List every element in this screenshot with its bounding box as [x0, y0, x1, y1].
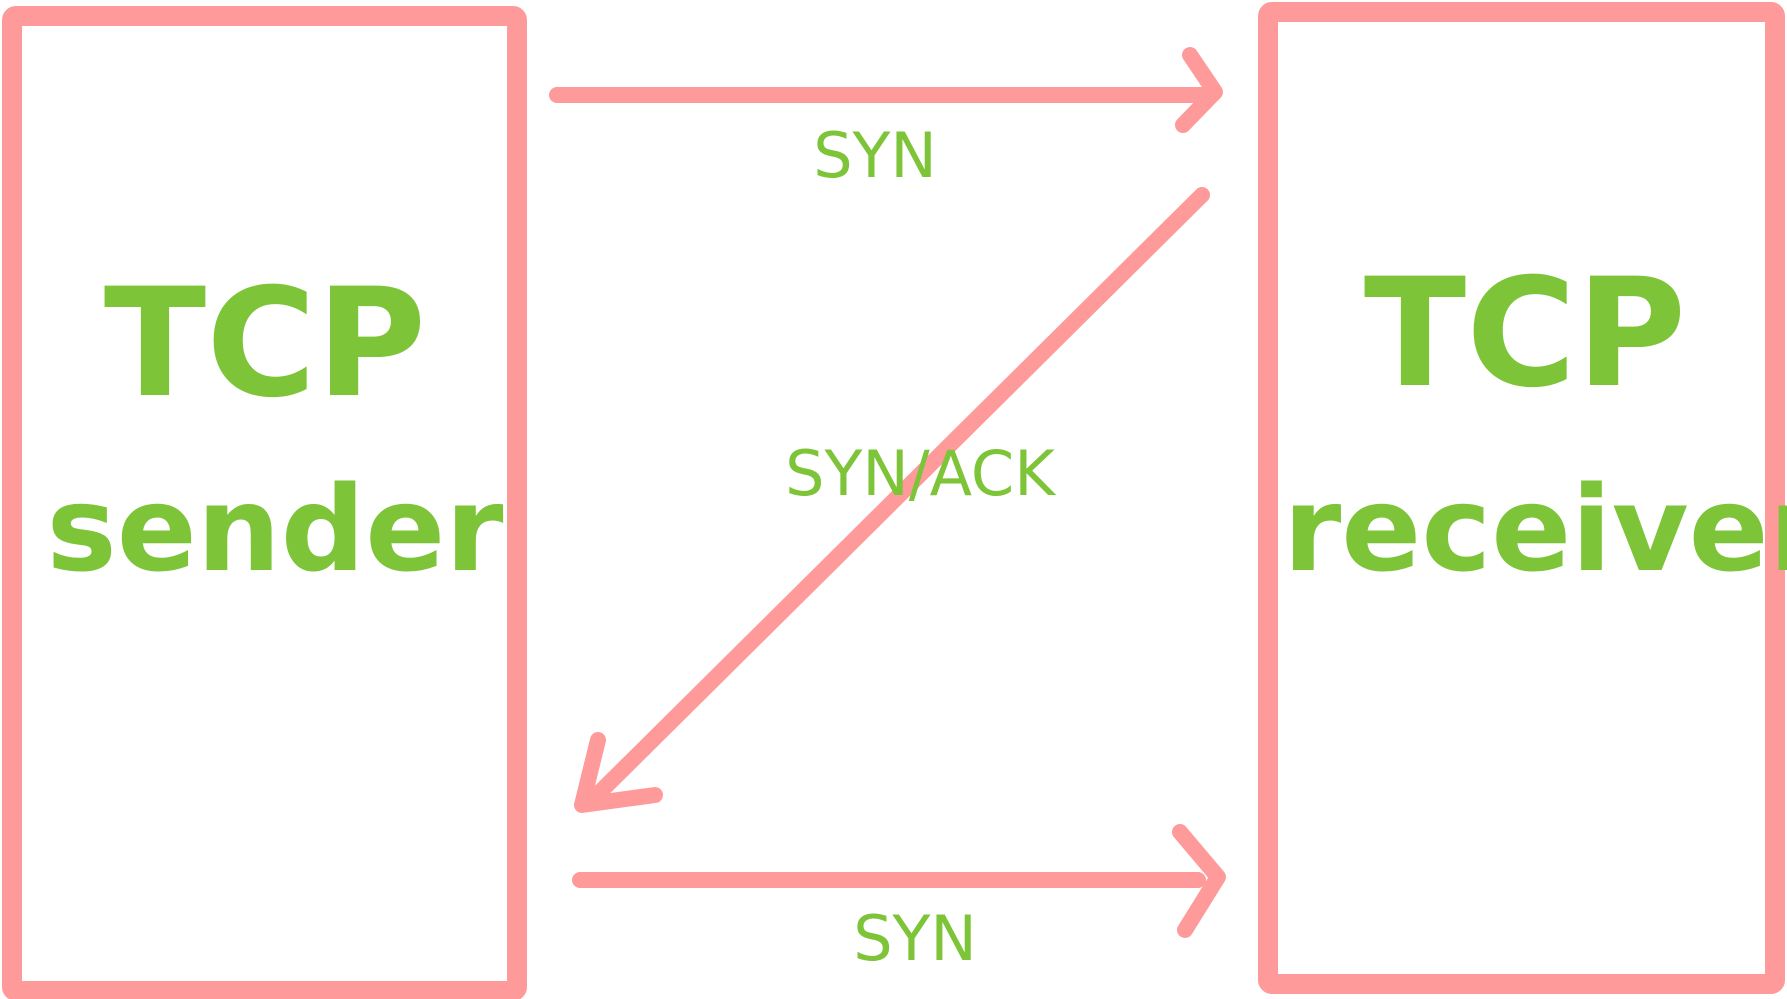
syn-label-1: SYN: [813, 119, 937, 192]
syn-arrow-2: [572, 824, 1226, 938]
sender-title: TCP: [104, 257, 426, 431]
synack-arrow: [574, 187, 1210, 813]
synack-label: SYN/ACK: [785, 437, 1056, 510]
syn-label-2: SYN: [853, 902, 977, 975]
receiver-title: TCP: [1364, 247, 1686, 421]
receiver-box: [1258, 2, 1785, 994]
sender-box: [2, 6, 527, 999]
sender-subtitle: sender: [47, 460, 504, 598]
syn-arrow-1: [549, 47, 1223, 133]
receiver-subtitle: receiver: [1283, 460, 1787, 598]
